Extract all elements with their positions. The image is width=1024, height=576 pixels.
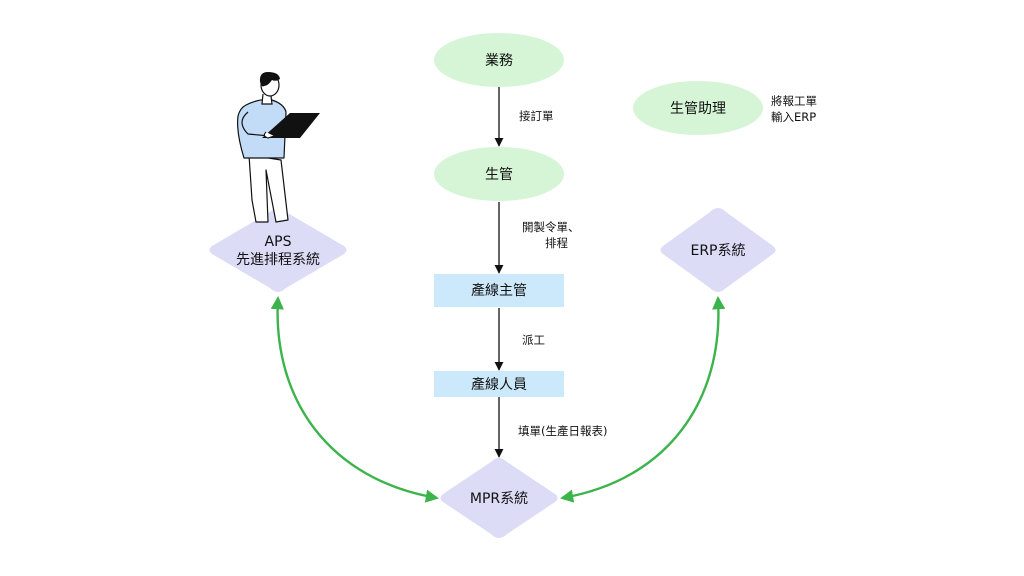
node-aps-system-label-line2: 先進排程系統 — [236, 252, 320, 268]
node-production-control-label: 生管 — [485, 167, 513, 183]
edge-label-dispatch: 派工 — [522, 333, 545, 347]
assistant-note-line1: 將報工單 — [771, 94, 817, 108]
node-line-supervisor-label: 產線主管 — [471, 282, 527, 299]
green-arrow-aps-mpr — [270, 296, 439, 503]
node-erp-system: ERP系統 — [660, 208, 776, 292]
edge-label-work-order-line2: 排程 — [545, 236, 568, 250]
edge-label-receive-order: 接訂單 — [519, 109, 554, 123]
node-business-label: 業務 — [485, 53, 513, 69]
node-line-staff: 產線人員 — [434, 371, 564, 397]
node-aps-system: APS 先進排程系統 — [209, 208, 347, 292]
node-erp-system-label: ERP系統 — [690, 243, 745, 259]
node-aps-system-label-line1: APS — [265, 234, 292, 250]
green-arrow-erp-mpr — [560, 296, 726, 503]
node-business: 業務 — [434, 33, 564, 87]
node-line-supervisor: 產線主管 — [434, 274, 564, 307]
node-line-staff-label: 產線人員 — [471, 376, 527, 393]
node-mpr-system-label: MPR系統 — [470, 491, 528, 507]
laptop-icon — [262, 113, 320, 138]
edge-label-work-order-line1: 開製令單、 — [522, 220, 580, 234]
assistant-note-line2: 輸入ERP — [771, 110, 816, 124]
node-mpr-system: MPR系統 — [440, 458, 558, 538]
node-production-assistant-label: 生管助理 — [670, 101, 726, 117]
edge-label-fill-report: 填單(生產日報表) — [518, 424, 607, 438]
node-production-control: 生管 — [434, 147, 564, 201]
node-production-assistant: 生管助理 — [633, 81, 763, 135]
person-with-laptop-illustration — [237, 72, 320, 223]
